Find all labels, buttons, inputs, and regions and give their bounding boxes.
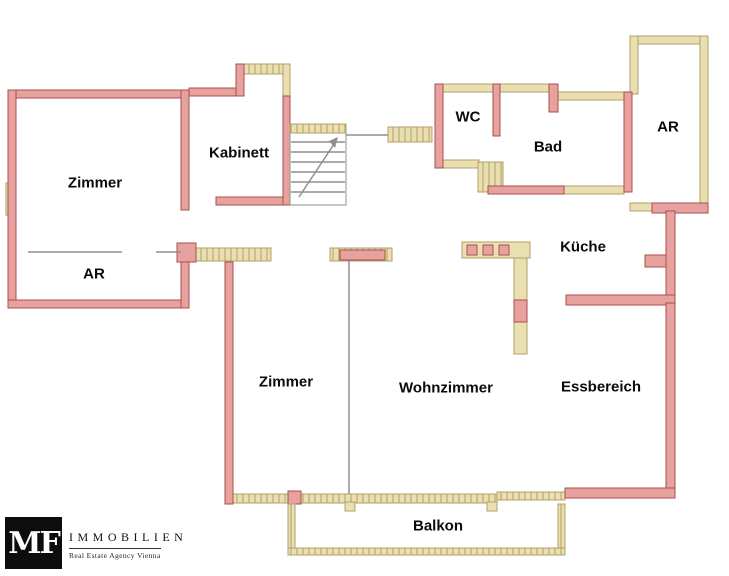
interior-lines <box>28 134 388 494</box>
logo-divider <box>69 548 161 549</box>
windows-and-beige-walls <box>5 35 709 504</box>
stair-direction-arrow <box>298 140 337 198</box>
room-label-zimmer-bottom: Zimmer <box>258 373 314 391</box>
room-label-balkon: Balkon <box>412 517 464 535</box>
room-label-wohnzimmer: Wohnzimmer <box>399 379 493 397</box>
agency-logo: MF IMMOBILIEN Real Estate Agency Vienna <box>5 517 187 569</box>
room-label-zimmer-top: Zimmer <box>67 174 123 192</box>
logo-monogram-box: MF <box>5 517 62 569</box>
room-label-kueche: Küche <box>560 238 606 256</box>
logo-name: IMMOBILIEN <box>69 530 188 544</box>
room-label-wc: WC <box>455 108 481 126</box>
room-label-bad: Bad <box>533 138 563 156</box>
room-label-essbereich: Essbereich <box>560 378 642 396</box>
logo-monogram: MF <box>8 525 60 561</box>
logo-text-block: IMMOBILIEN Real Estate Agency Vienna <box>69 530 187 560</box>
pink-walls <box>7 63 709 505</box>
logo-tagline: Real Estate Agency Vienna <box>69 551 161 560</box>
room-label-ar-left: AR <box>83 265 105 283</box>
staircase <box>289 123 347 206</box>
room-label-ar-top: AR <box>657 118 679 136</box>
room-label-kabinett: Kabinett <box>209 144 269 162</box>
kitchen-fixtures <box>461 241 531 355</box>
stair-arrowhead-icon <box>329 137 338 148</box>
balcony-walls <box>287 501 566 556</box>
